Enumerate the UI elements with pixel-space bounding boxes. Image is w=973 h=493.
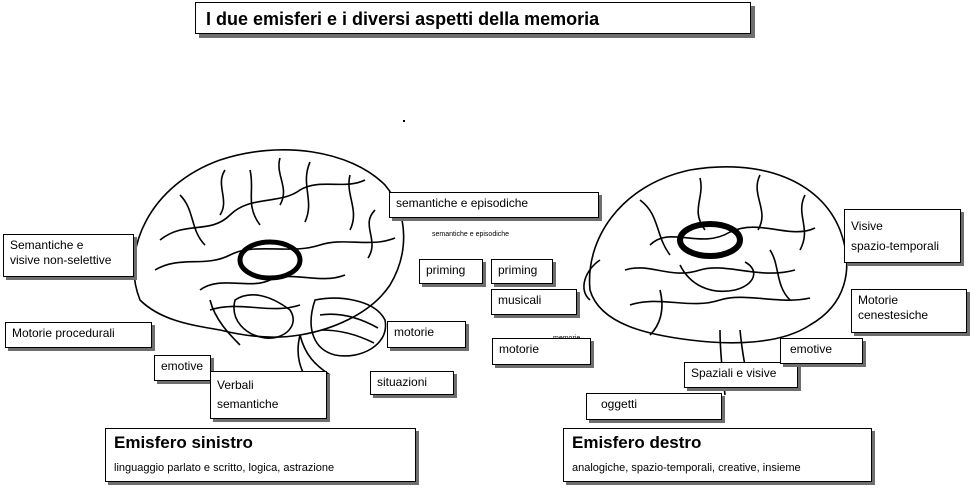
- label-line: cenestesiche: [858, 308, 929, 322]
- right-hemisphere-description: analogiche, spazio-temporali, creative, …: [572, 462, 801, 474]
- label-line: Verbali: [217, 378, 254, 392]
- right-hemisphere-heading: Emisfero destro: [572, 433, 702, 452]
- left-hemisphere-description: linguaggio parlato e scritto, logica, as…: [114, 462, 335, 474]
- label-line: semantiche: [217, 397, 279, 411]
- right-hemisphere-box: Emisfero destro analogiche, spazio-tempo…: [563, 428, 872, 482]
- label-semantiche-episodiche: semantiche e episodiche: [389, 192, 599, 218]
- label-semantiche-visive: Semantiche e visive non-selettive: [3, 234, 134, 277]
- label-oggetti: oggetti: [586, 393, 722, 420]
- label-emotive-right: emotive: [780, 338, 863, 364]
- diagram-title: I due emisferi e i diversi aspetti della…: [195, 2, 751, 34]
- label-line: Motorie: [858, 293, 899, 307]
- label-verbali-semantiche: Verbali semantiche: [210, 371, 327, 419]
- label-visive-spazio-temporali: Visive spazio-temporali: [844, 209, 961, 263]
- label-spaziali-visive: Spaziali e visive: [684, 362, 798, 388]
- label-line: Semantiche e: [10, 238, 84, 252]
- small-label-semantiche-episodiche: semantiche e episodiche: [432, 231, 509, 238]
- label-motorie-cenestesiche: Motorie cenestesiche: [851, 289, 967, 333]
- label-emotive-left: emotive: [154, 355, 211, 381]
- left-hemisphere-box: Emisfero sinistro linguaggio parlato e s…: [105, 428, 416, 482]
- stray-dot: [403, 120, 405, 122]
- left-hemisphere-heading: Emisfero sinistro: [114, 433, 253, 452]
- label-situazioni: situazioni: [370, 371, 454, 395]
- label-priming-right: priming: [491, 259, 553, 284]
- label-musicali: musicali: [491, 289, 577, 315]
- label-motorie-left: motorie: [387, 321, 466, 348]
- right-brain-illustration: [583, 166, 848, 396]
- label-line: visive non-selettive: [10, 253, 112, 267]
- label-line: spazio-temporali: [851, 239, 940, 253]
- left-brain-illustration: [133, 149, 405, 386]
- label-line: Visive: [851, 219, 883, 233]
- label-motorie-procedurali: Motorie procedurali: [5, 322, 152, 348]
- label-priming-left: priming: [419, 259, 483, 284]
- label-motorie-right: motorie: [492, 338, 591, 365]
